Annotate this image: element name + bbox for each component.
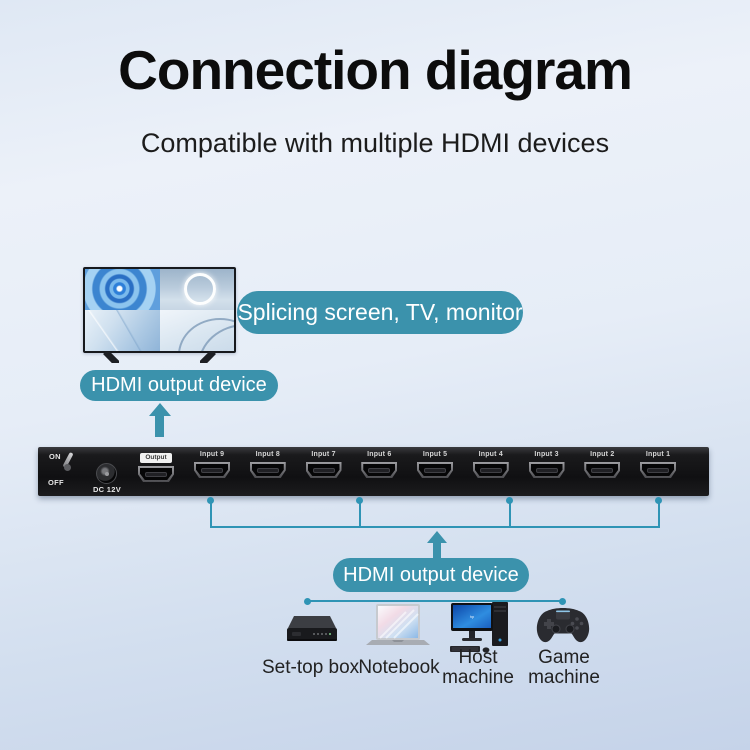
hdmi-input-port	[305, 462, 342, 478]
notebook-label: Notebook	[358, 657, 440, 678]
tv-leg-left	[103, 352, 119, 363]
tv-screen-quad-view	[85, 269, 234, 351]
drop-line	[658, 501, 660, 527]
notebook-icon	[366, 604, 430, 645]
hdmi-output-device-pill: HDMI output device	[80, 370, 278, 401]
hdmi-input-port-group: Input 7	[296, 451, 352, 478]
hdmi-input-port-group: Input 5	[407, 451, 463, 478]
hdmi-input-port	[584, 462, 621, 478]
drop-line	[509, 501, 511, 527]
tv-quadrant-dunes	[85, 310, 160, 351]
hdmi-input-port-group: Input 6	[351, 451, 407, 478]
host-machine-label: Host machine	[442, 647, 514, 688]
game-controller-icon	[536, 608, 590, 643]
hdmi-input-port-group: Input 1	[630, 451, 686, 478]
hdmi-input-port	[249, 462, 286, 478]
power-off-label: OFF	[48, 478, 64, 487]
input-port-label: Input 1	[645, 451, 671, 458]
drop-line	[359, 501, 361, 527]
hdmi-switcher-panel: ON OFF DC 12V Output Input 9 Input 8 Inp…	[38, 447, 709, 496]
hdmi-input-port	[528, 462, 565, 478]
hdmi-input-port-group: Input 3	[519, 451, 575, 478]
page-title: Connection diagram	[118, 39, 633, 101]
hdmi-input-port	[194, 462, 230, 478]
output-port-label: Output	[140, 453, 172, 463]
page-subtitle: Compatible with multiple HDMI devices	[140, 128, 610, 158]
dc-voltage-label: DC 12V	[92, 485, 122, 494]
input-port-label: Input 5	[422, 451, 448, 458]
hdmi-input-port	[472, 462, 509, 478]
ring-graphic	[183, 273, 216, 306]
input-port-label: Input 9	[199, 451, 225, 458]
hdmi-input-port-group: Input 8	[240, 451, 296, 478]
hdmi-source-devices-pill: HDMI output device	[333, 558, 529, 592]
dc-power-jack	[96, 463, 117, 484]
hdmi-input-port	[640, 462, 676, 478]
hdmi-input-port-group: Input 9	[184, 451, 240, 478]
input-bus-line	[210, 526, 660, 528]
hdmi-input-port	[361, 462, 398, 478]
hdmi-input-port-group: Input 4	[463, 451, 519, 478]
input-port-label: Input 3	[534, 451, 559, 458]
input-port-label: Input 8	[255, 451, 280, 458]
input-port-label: Input 4	[478, 451, 503, 458]
tv-quadrant-arcs	[159, 310, 234, 351]
hdmi-input-port	[417, 462, 453, 478]
host-machine-icon: hp	[450, 602, 508, 653]
svg-text:hp: hp	[470, 614, 475, 619]
drop-line	[210, 501, 212, 527]
hdmi-input-port-group: Input 2	[574, 451, 630, 478]
set-top-box-label: Set-top box	[262, 657, 360, 678]
tv-monitor	[83, 267, 236, 363]
sources-line	[308, 600, 563, 602]
up-arrow-to-bus	[427, 531, 447, 543]
tv-quadrant-ring	[159, 269, 234, 310]
input-port-label: Input 6	[367, 451, 392, 458]
tv-quadrant-spiral	[85, 269, 160, 310]
tv-leg-right	[200, 352, 216, 363]
set-top-box-icon	[287, 616, 337, 641]
screen-types-pill: Splicing screen, TV, monitor	[237, 291, 523, 334]
game-machine-label: Game machine	[528, 647, 600, 688]
hdmi-output-port	[138, 466, 174, 482]
input-port-label: Input 7	[311, 451, 336, 458]
up-arrow-to-output-pill	[149, 403, 171, 416]
power-on-label: ON	[49, 452, 61, 461]
input-port-label: Input 2	[590, 451, 615, 458]
